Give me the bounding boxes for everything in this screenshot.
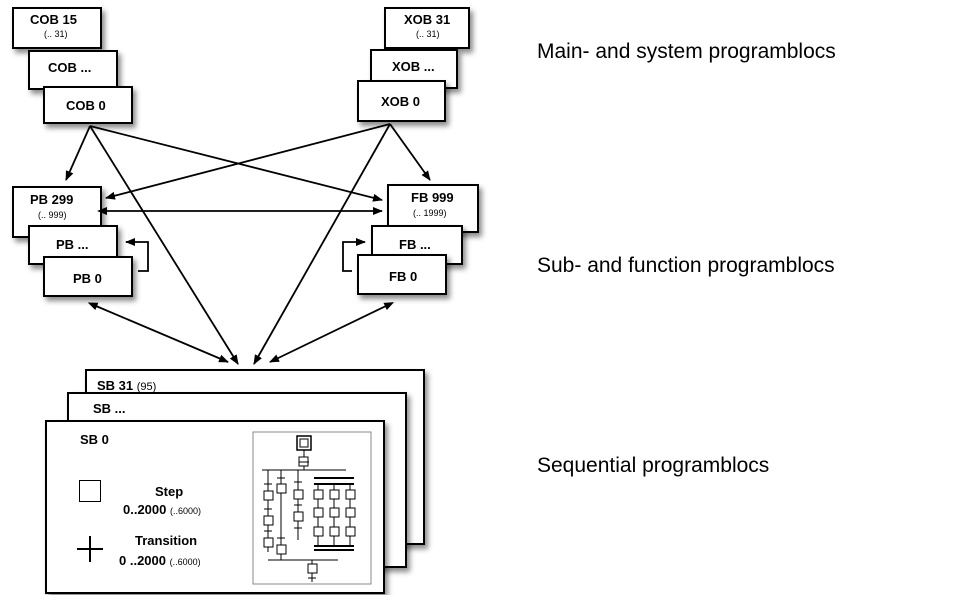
transition-label: Transition (135, 533, 198, 548)
xob-bottom-box: XOB 0 (357, 80, 446, 122)
arrow-xob-pb (105, 123, 391, 200)
arrow-cob-sb (89, 125, 239, 365)
xob-mid-title: XOB ... (392, 59, 435, 74)
caption-sequential: Sequential programblocs (537, 454, 770, 477)
step-range-line: 0..2000 (..6000) (123, 502, 201, 517)
pb-bottom-box: PB 0 (43, 256, 133, 297)
sb-mid-title: SB ... (93, 401, 126, 416)
transition-cross-icon (77, 536, 103, 562)
pb-top-range: (.. 999) (38, 210, 67, 220)
step-range: 0..2000 (123, 502, 167, 517)
caption-main-system: Main- and system programblocs (537, 40, 836, 63)
xob-top-box: XOB 31 (.. 31) (384, 7, 470, 49)
pb-self-loop (125, 238, 149, 272)
arrow-cob-pb (65, 125, 91, 181)
cob-mid-title: COB ... (48, 60, 92, 75)
arrow-xob-sb (253, 123, 391, 365)
pb-top-title: PB 299 (30, 192, 74, 207)
step-label: Step (155, 484, 184, 499)
pb-bottom-title: PB 0 (73, 271, 102, 286)
transition-range-line: 0 ..2000 (..6000) (119, 553, 201, 568)
fb-bottom-box: FB 0 (357, 254, 447, 295)
cob-bottom-title: COB 0 (66, 98, 106, 113)
transition-range: 0 ..2000 (119, 553, 166, 568)
step-square-icon (79, 480, 101, 502)
fb-mid-title: FB ... (399, 237, 431, 252)
cob-bottom-box: COB 0 (43, 86, 133, 124)
fb-bottom-title: FB 0 (389, 269, 418, 284)
sb-top-title-wrap: SB 31 (95) (97, 378, 156, 393)
caption-sub-function: Sub- and function programblocs (537, 254, 835, 277)
xob-top-range: (.. 31) (416, 29, 440, 39)
arrow-pb-sb (87, 302, 229, 363)
sb-bottom-title: SB 0 (80, 432, 109, 447)
fb-top-box: FB 999 (.. 1999) (387, 184, 479, 233)
xob-bottom-title: XOB 0 (381, 94, 421, 109)
fb-top-title: FB 999 (411, 190, 454, 205)
fb-top-range: (.. 1999) (413, 208, 447, 218)
arrow-fb-sb (269, 302, 395, 363)
cob-top-box: COB 15 (.. 31) (12, 7, 102, 49)
arrow-xob-fb (389, 123, 431, 181)
fb-self-loop (342, 238, 366, 272)
cob-top-title: COB 15 (30, 12, 77, 27)
sb-top-range: (95) (136, 381, 157, 393)
sb-top-title: SB 31 (97, 378, 134, 393)
arrow-cob-fb (89, 125, 383, 202)
pb-mid-title: PB ... (56, 237, 89, 252)
grafcet-miniature (252, 431, 372, 585)
cob-top-range: (.. 31) (44, 29, 68, 39)
step-range-ext: (..6000) (170, 506, 202, 516)
transition-range-ext: (..6000) (169, 557, 201, 567)
xob-top-title: XOB 31 (404, 12, 451, 27)
